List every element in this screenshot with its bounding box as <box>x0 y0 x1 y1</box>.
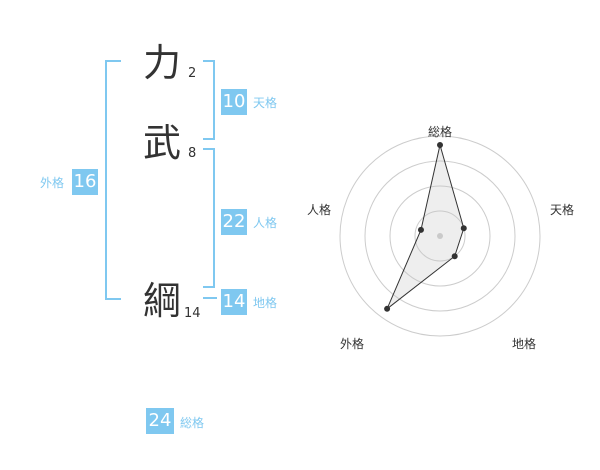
chikaku-label: 地格 <box>253 296 278 310</box>
stroke-count-1: 2 <box>188 66 197 81</box>
radar-point-4 <box>417 226 424 233</box>
gaikaku-label: 外格 <box>40 176 65 190</box>
tenkaku-label: 天格 <box>253 96 278 110</box>
name-char-3: 綱 <box>143 279 182 323</box>
gaikaku-bracket <box>105 60 121 300</box>
tenkaku-value: 10 <box>221 89 247 115</box>
radar-axis-label-tenkaku: 天格 <box>550 203 575 217</box>
radar-ring <box>364 160 516 312</box>
soukaku-value: 24 <box>146 408 174 434</box>
radar-point-0 <box>437 142 443 148</box>
chikaku-connector <box>203 297 217 299</box>
name-char-1: 力 <box>143 41 182 85</box>
radar-point-3 <box>384 305 391 312</box>
radar-axis-label-jinkaku: 人格 <box>307 203 332 217</box>
radar-ring <box>389 185 491 287</box>
stroke-count-3: 14 <box>184 306 201 321</box>
radar-axis-label-chikaku: 地格 <box>512 337 537 351</box>
radar-axis-label-soukaku: 総格 <box>428 125 453 139</box>
radar-ring <box>339 135 541 337</box>
soukaku-label: 総格 <box>180 416 205 430</box>
name-char-2: 武 <box>143 121 182 165</box>
gaikaku-value: 16 <box>72 169 98 195</box>
jinkaku-label: 人格 <box>253 216 278 230</box>
tenkaku-bracket <box>203 60 215 140</box>
radar-series-area <box>386 144 465 310</box>
radar-ring <box>414 210 466 262</box>
jinkaku-bracket <box>203 148 215 288</box>
radar-axis-label-gaikaku: 外格 <box>340 337 365 351</box>
radar-point-1 <box>460 225 467 232</box>
radar-center <box>437 233 443 239</box>
jinkaku-value: 22 <box>221 209 247 235</box>
radar-point-2 <box>451 253 458 260</box>
stroke-count-2: 8 <box>188 146 197 161</box>
radar-chart <box>339 135 541 337</box>
chikaku-value: 14 <box>221 289 247 315</box>
